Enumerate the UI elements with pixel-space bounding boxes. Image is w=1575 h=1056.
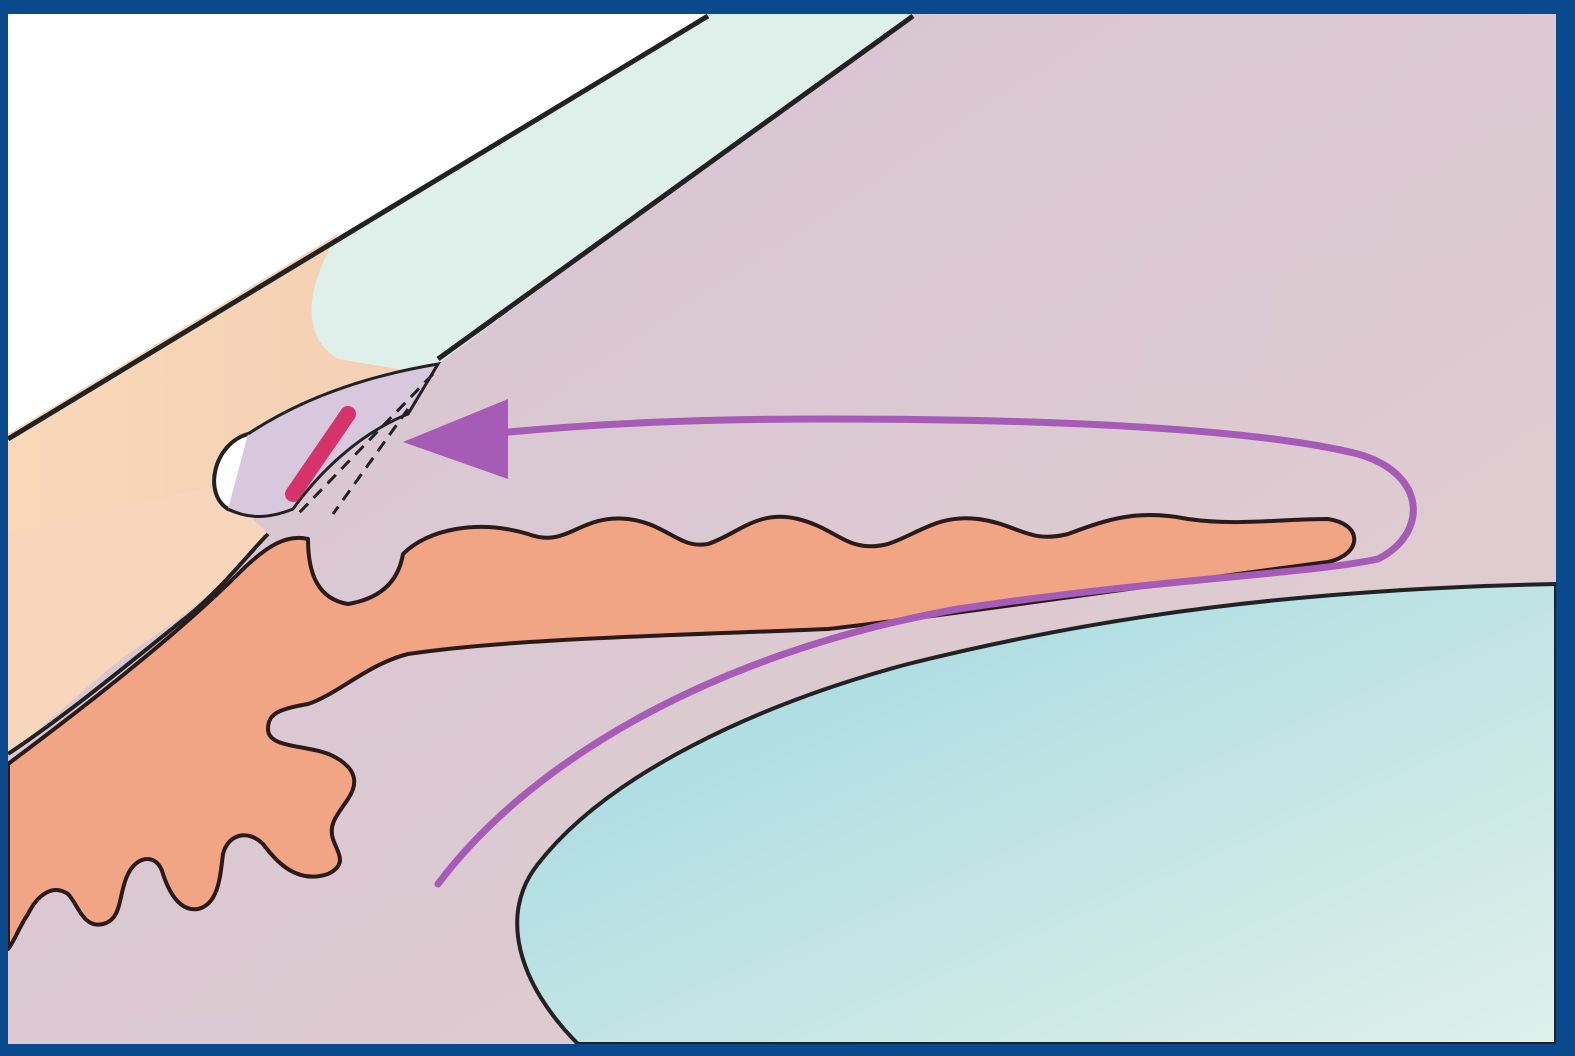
- eye-anatomy-diagram: [8, 14, 1556, 1044]
- diagram-panel: [8, 14, 1556, 1044]
